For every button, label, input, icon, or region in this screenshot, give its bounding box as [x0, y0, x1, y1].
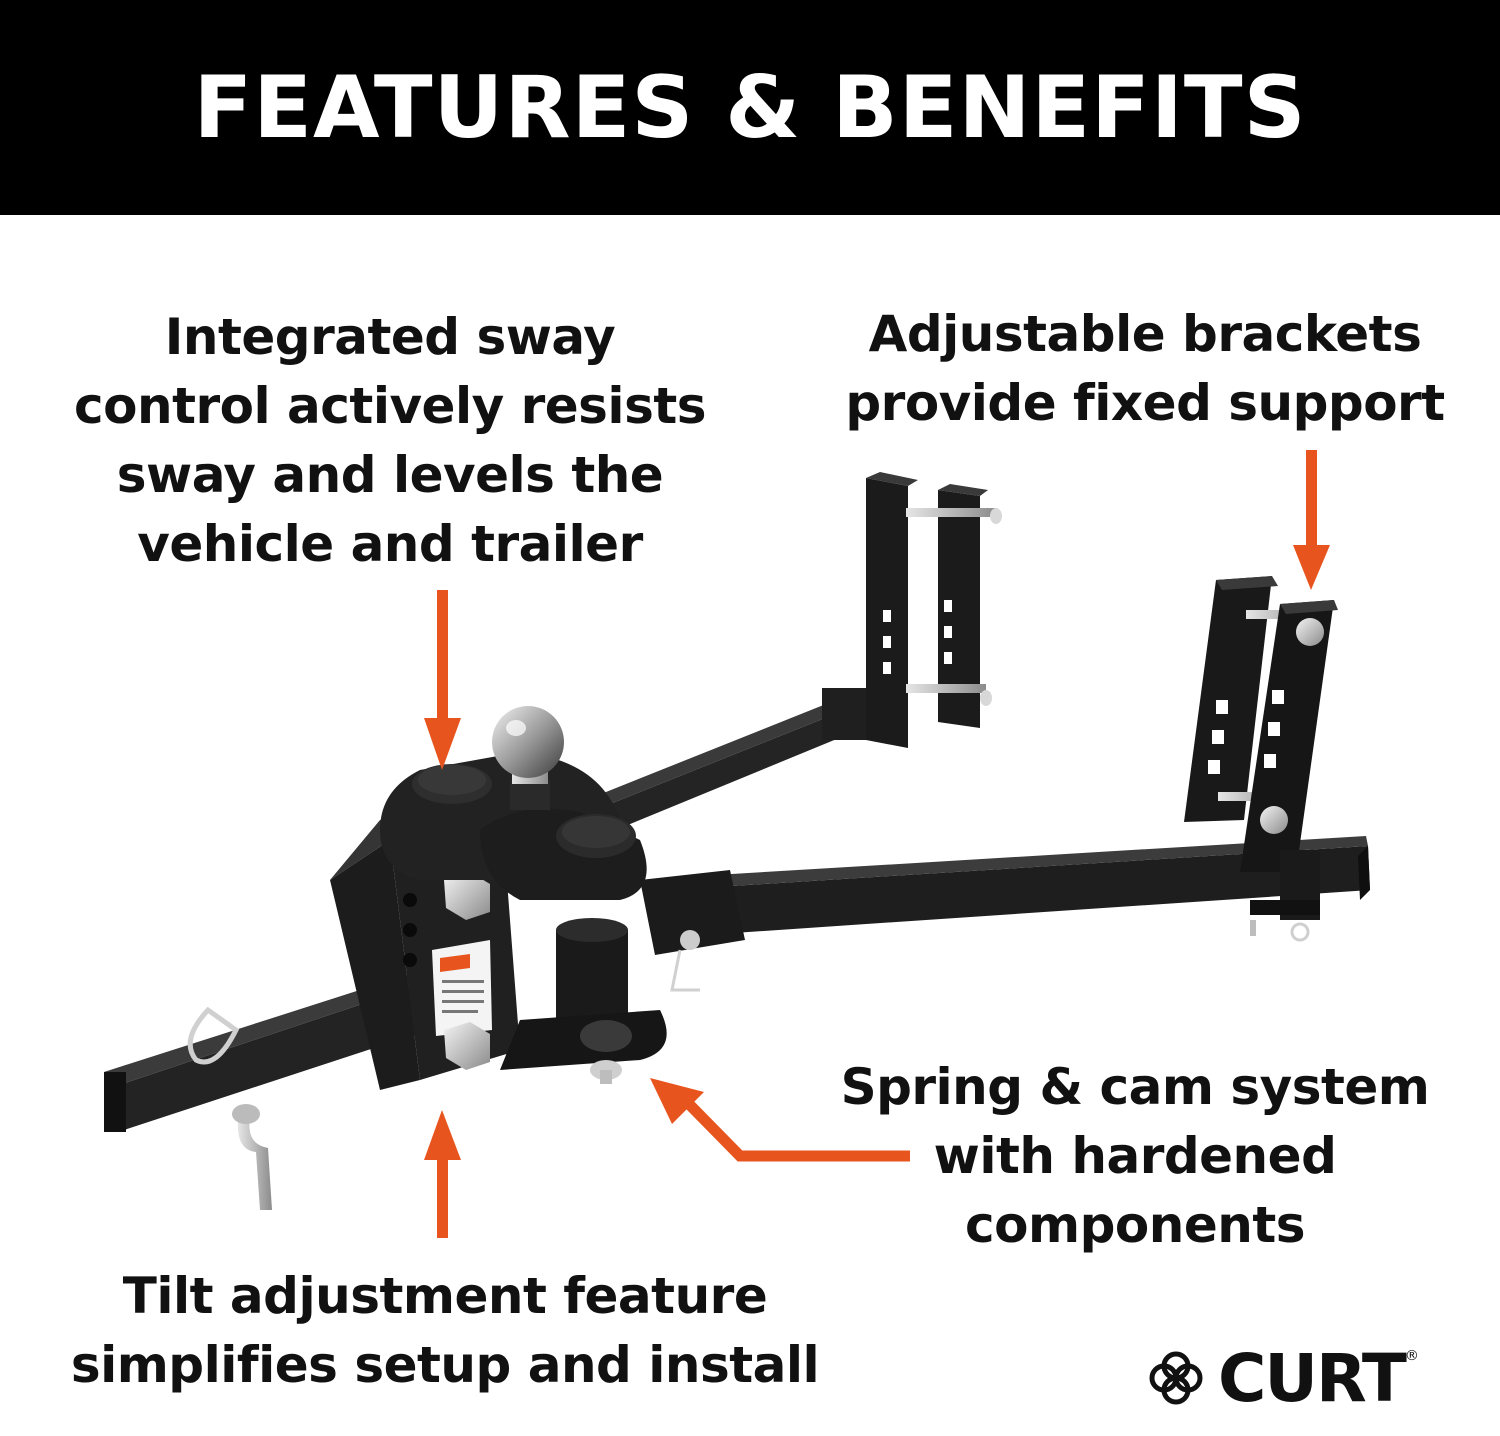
callout-line: Adjustable brackets: [868, 305, 1422, 363]
lower-bracket: [1184, 576, 1338, 942]
callout-tilt-adjustment: Tilt adjustment feature simplifies setup…: [30, 1262, 860, 1400]
front-spring-bar: [698, 836, 1370, 935]
callout-line: control actively resists: [74, 377, 707, 435]
callout-line: with hardened: [933, 1127, 1337, 1185]
ball-platform: [380, 706, 647, 900]
clip-pin: [187, 1006, 240, 1065]
upper-bracket: [822, 472, 1002, 748]
callout-line: vehicle and trailer: [137, 515, 643, 573]
callout-line: Spring & cam system: [840, 1058, 1430, 1116]
page-title: FEATURES & BENEFITS: [193, 57, 1307, 158]
callout-line: simplifies setup and install: [70, 1336, 820, 1394]
callout-line: provide fixed support: [845, 374, 1445, 432]
callout-adjustable-brackets: Adjustable brackets provide fixed suppor…: [800, 300, 1490, 438]
callout-sway-control: Integrated sway control actively resists…: [40, 303, 740, 579]
curt-logo: CURT ®: [1152, 1338, 1419, 1418]
callout-arrows: [424, 450, 1330, 1238]
curt-logo-icon: [1149, 1351, 1203, 1405]
callout-spring-cam: Spring & cam system with hardened compon…: [790, 1053, 1480, 1260]
callout-line: Integrated sway: [164, 308, 616, 366]
callout-line: components: [965, 1196, 1306, 1254]
callout-line: Tilt adjustment feature: [122, 1267, 768, 1325]
logo-text: CURT: [1218, 1339, 1407, 1417]
spring-cam: [500, 870, 745, 1084]
pull-pin: [232, 1104, 272, 1210]
header-banner: FEATURES & BENEFITS: [0, 0, 1500, 215]
logo-registered: ®: [1404, 1348, 1419, 1364]
callout-line: sway and levels the: [116, 446, 664, 504]
